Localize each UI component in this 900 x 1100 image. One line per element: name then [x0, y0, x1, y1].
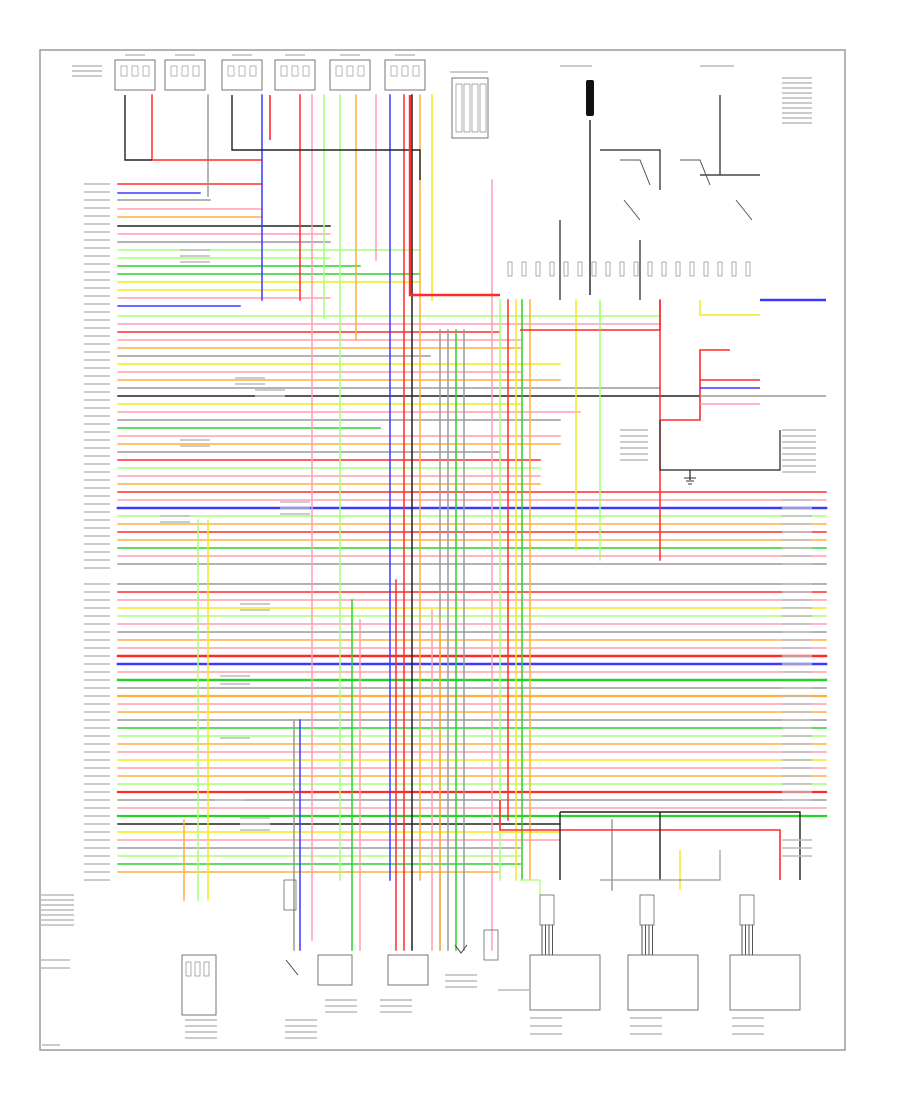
- wire: [231, 95, 421, 180]
- wire: [600, 850, 721, 881]
- injector-relay: [627, 954, 699, 1011]
- connector-icon: [675, 261, 681, 277]
- connector-icon: [479, 83, 487, 133]
- connector-icon: [539, 894, 555, 926]
- connector-icon: [591, 261, 597, 277]
- connector-icon: [745, 261, 751, 277]
- connector-icon: [302, 65, 310, 77]
- ground-icon: [454, 944, 468, 954]
- connector-icon: [661, 261, 667, 277]
- connector-icon: [463, 83, 471, 133]
- diagram-frame: [39, 49, 846, 1051]
- connector-icon: [412, 65, 420, 77]
- connector-icon: [131, 65, 139, 77]
- sensor-connector: [274, 59, 316, 91]
- label-layer: [40, 54, 816, 1046]
- connector-icon: [689, 261, 695, 277]
- sensor-connector: [329, 59, 371, 91]
- connector-icon: [357, 65, 365, 77]
- connector-icon: [401, 65, 409, 77]
- connector-icon: [717, 261, 723, 277]
- wire: [699, 300, 760, 316]
- connector-icon: [535, 261, 541, 277]
- connector-icon: [249, 65, 257, 77]
- switch-icon: [680, 159, 711, 186]
- wire: [660, 349, 730, 421]
- connector-icon: [335, 65, 343, 77]
- sensor-connector: [384, 59, 426, 91]
- connector-icon: [483, 929, 499, 961]
- connector-icon: [203, 961, 210, 977]
- switch-icon: [285, 959, 299, 976]
- connector-icon: [390, 65, 398, 77]
- connector-icon: [647, 261, 653, 277]
- ground-icon: [684, 477, 696, 485]
- wire: [600, 149, 661, 190]
- injector-relay: [729, 954, 801, 1011]
- connector-icon: [181, 65, 189, 77]
- wire: [690, 430, 781, 471]
- connector-icon: [170, 65, 178, 77]
- connector-icon: [194, 961, 201, 977]
- wire-layer: [116, 94, 828, 991]
- sensor-connector: [164, 59, 206, 91]
- injector-relay: [529, 954, 601, 1011]
- sensor-connector: [221, 59, 263, 91]
- connector-icon: [142, 65, 150, 77]
- connector-icon: [549, 261, 555, 277]
- sensor-module: [317, 954, 353, 986]
- wire: [520, 300, 661, 331]
- wire: [560, 811, 801, 880]
- component-layer: [114, 59, 801, 1016]
- connector-icon: [455, 83, 463, 133]
- sensor-connector: [114, 59, 156, 91]
- relay-module: [387, 954, 429, 986]
- connector-icon: [283, 879, 297, 911]
- connector-icon: [291, 65, 299, 77]
- connector-icon: [577, 261, 583, 277]
- connector-icon: [227, 65, 235, 77]
- connector-icon: [619, 261, 625, 277]
- wire: [520, 879, 541, 895]
- connector-icon: [605, 261, 611, 277]
- connector-icon: [185, 961, 192, 977]
- connector-icon: [238, 65, 246, 77]
- connector-icon: [731, 261, 737, 277]
- connector-icon: [703, 261, 709, 277]
- connector-icon: [346, 65, 354, 77]
- wire: [124, 95, 152, 161]
- connector-icon: [633, 261, 639, 277]
- switch-icon: [735, 199, 753, 221]
- wire: [659, 420, 690, 471]
- connector-icon: [639, 894, 655, 926]
- connector-icon: [507, 261, 513, 277]
- connector-icon: [120, 65, 128, 77]
- connector-icon: [192, 65, 200, 77]
- switch-icon: [620, 159, 651, 186]
- wire: [408, 95, 500, 297]
- fuse-icon: [586, 80, 594, 116]
- connector-icon: [471, 83, 479, 133]
- wire: [499, 800, 781, 880]
- connector-icon: [563, 261, 569, 277]
- connector-icon: [739, 894, 755, 926]
- connector-icon: [521, 261, 527, 277]
- oxygen-sensor: [181, 954, 217, 1016]
- connector-icon: [280, 65, 288, 77]
- switch-icon: [623, 199, 641, 221]
